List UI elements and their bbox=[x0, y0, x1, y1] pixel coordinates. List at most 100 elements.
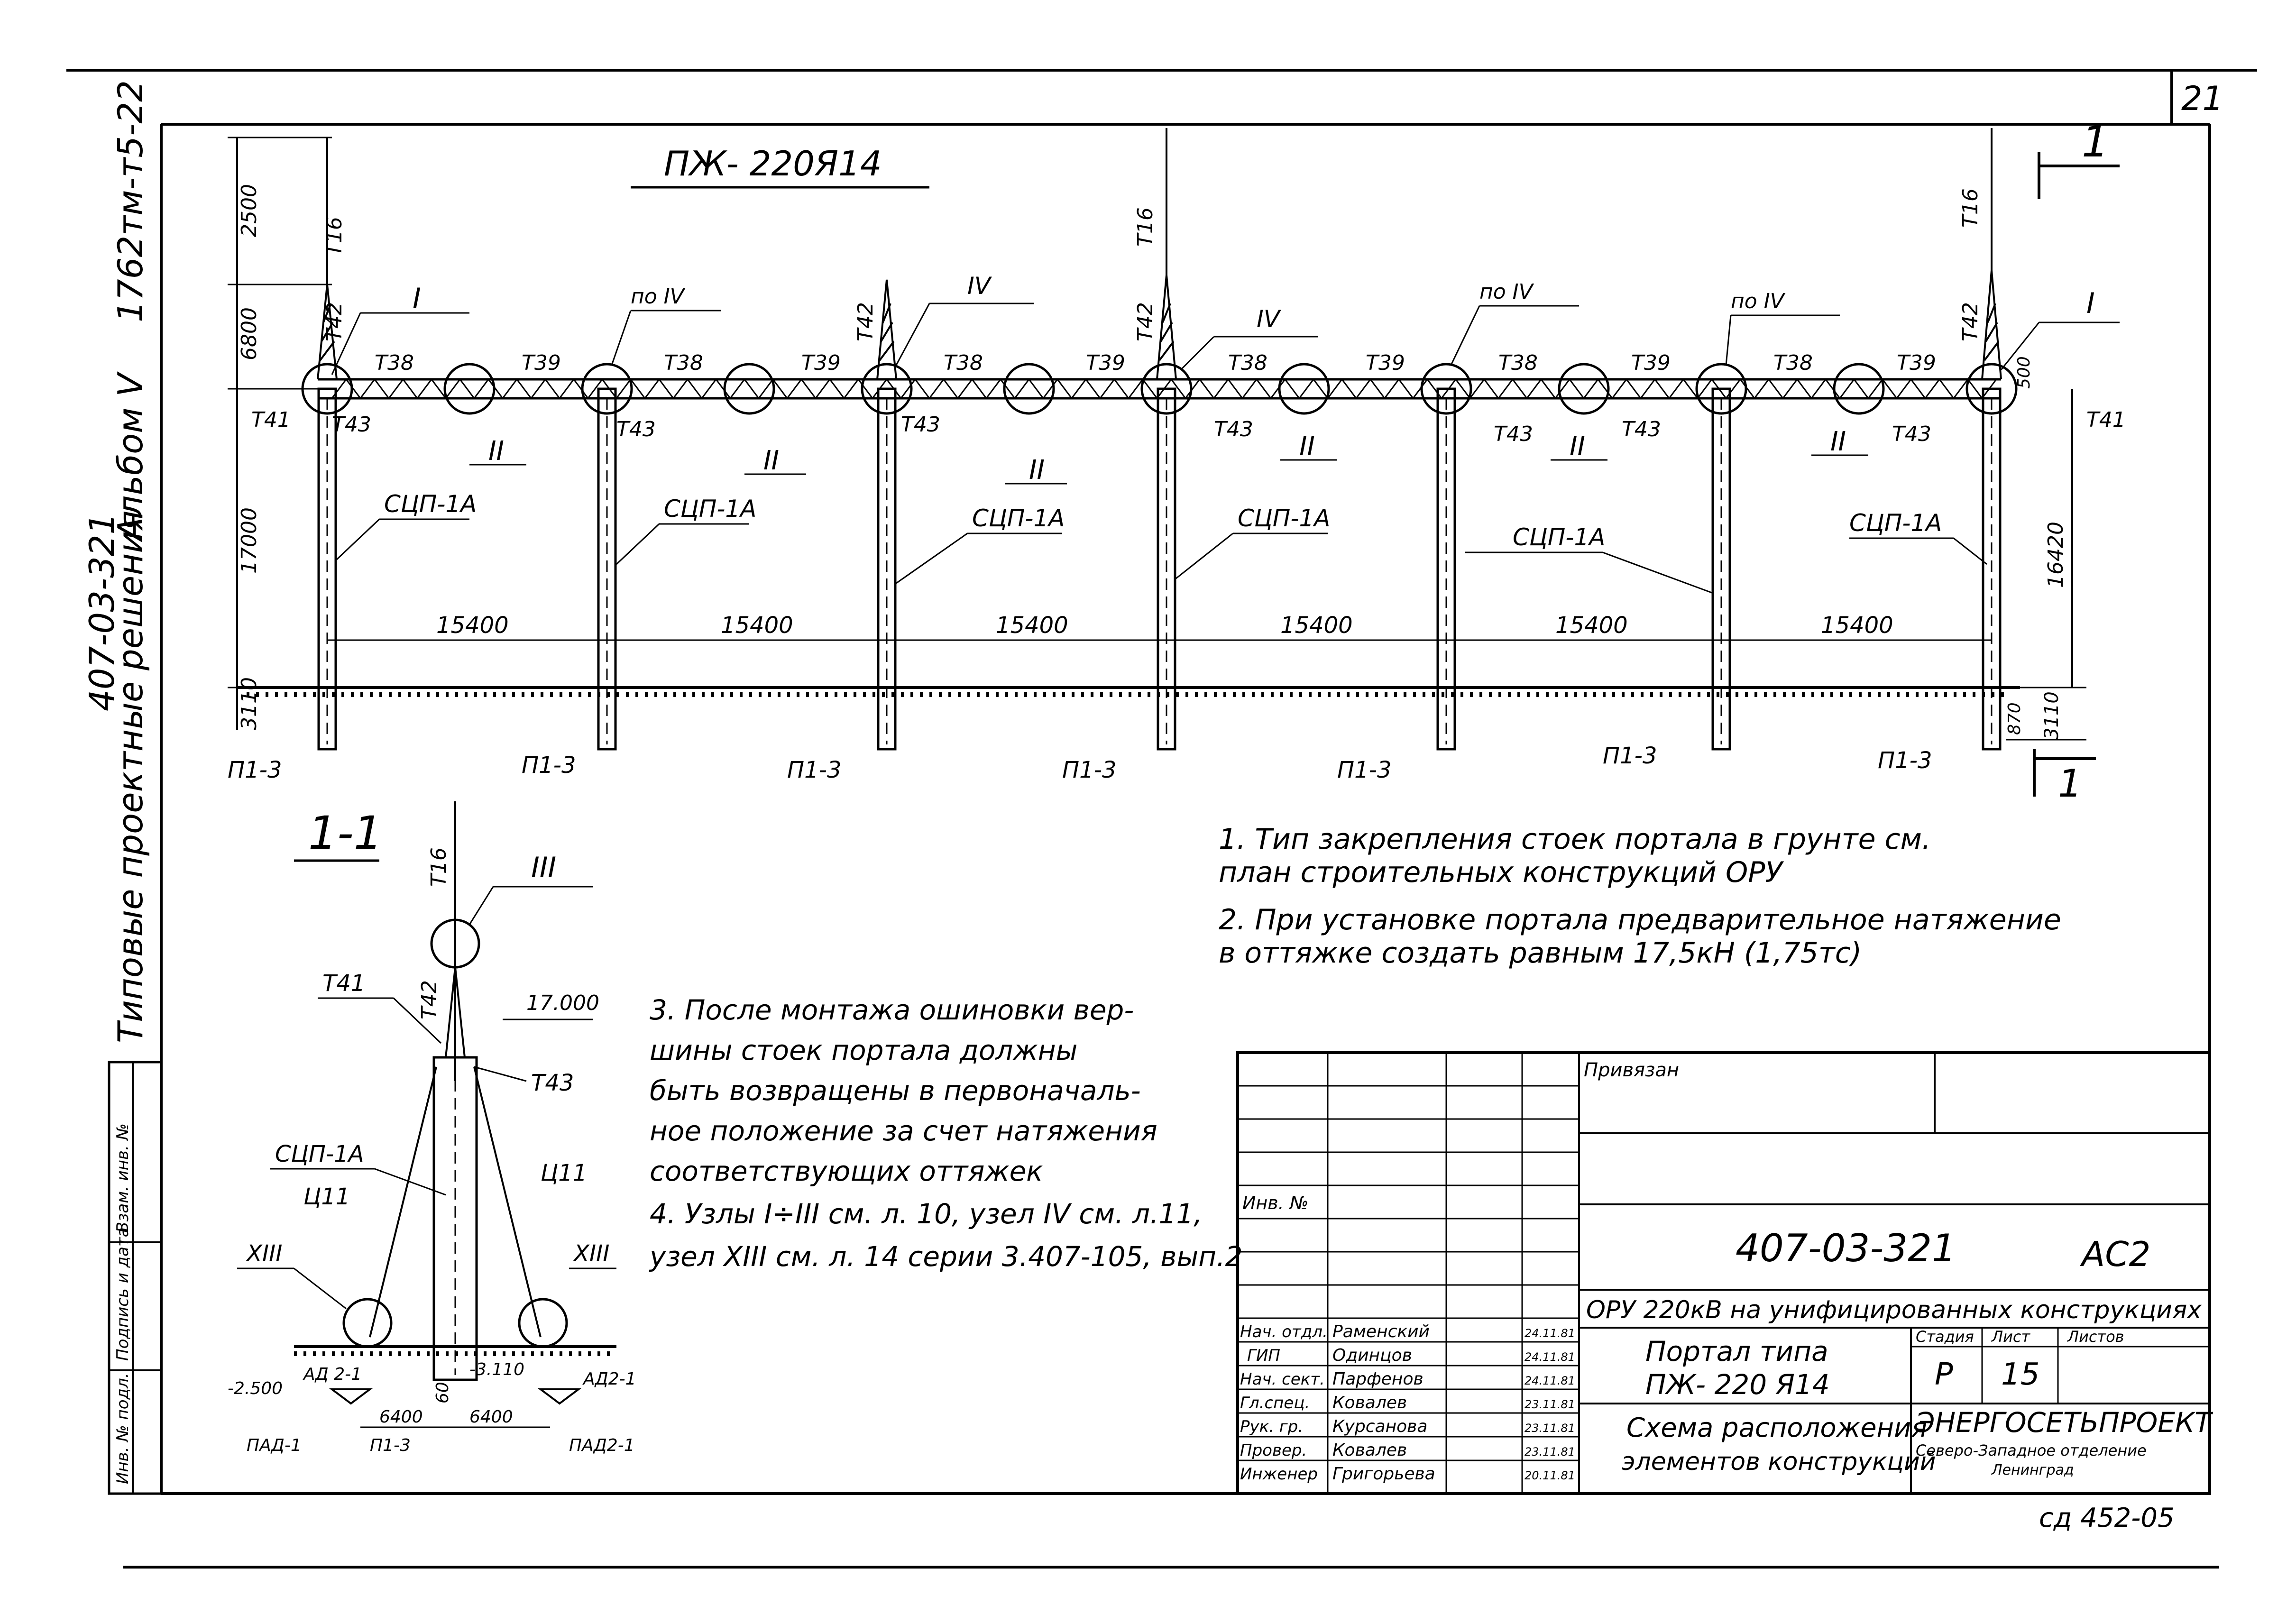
label-t43-4: Т43 bbox=[1214, 417, 1253, 441]
label-p13-2: П1-3 bbox=[522, 752, 576, 779]
tower-tops bbox=[317, 128, 2002, 380]
side-stamp-inv-orig: Инв. № подл. bbox=[113, 1373, 132, 1484]
right-dimension-chain: 16420 500 870 3110 bbox=[2005, 356, 2086, 741]
staff-role-3: Гл.спец. bbox=[1240, 1394, 1310, 1413]
portal-title: ПЖ- 220Я14 bbox=[664, 144, 882, 184]
label-node-II-5: II bbox=[1570, 431, 1585, 462]
label-t39-3: Т39 bbox=[1086, 351, 1125, 375]
section-p13: П1-3 bbox=[370, 1436, 411, 1455]
column-3 bbox=[877, 387, 897, 751]
column-1 bbox=[317, 387, 337, 751]
element-labels: Т16 Т42 Т41 Т38 Т39 Т38 Т39 Т38 Т39 Т38 … bbox=[228, 188, 2126, 783]
tower-top-3 bbox=[876, 279, 897, 380]
tb-stage: Р bbox=[1935, 1357, 1953, 1392]
note2-line-6: 4. Узлы I÷III см. л. 10, узел IV см. л.1… bbox=[650, 1198, 1203, 1230]
side-title: Типовые проектные решения bbox=[110, 511, 150, 1043]
tb-mark: АС2 bbox=[2080, 1234, 2150, 1274]
tb-inv-no: Инв. № bbox=[1242, 1193, 1308, 1213]
columns bbox=[317, 387, 2002, 751]
node-circles bbox=[301, 363, 2018, 415]
section-lvl-left: -2.500 bbox=[228, 1379, 283, 1398]
label-p13-4: П1-3 bbox=[1062, 757, 1117, 783]
span-dim-1: 15400 bbox=[436, 612, 509, 639]
label-t16-1: Т16 bbox=[322, 217, 347, 256]
label-scp-2: СЦП-1А bbox=[664, 495, 756, 523]
side-stamp: Взам. инв. № Подпись и дата Инв. № подл. bbox=[108, 1061, 163, 1495]
sheet-number: 21 bbox=[2181, 79, 2223, 118]
section-t16: Т16 bbox=[427, 847, 451, 887]
side-album: Альбом V bbox=[110, 371, 150, 542]
tb-object-l2: ПЖ- 220 Я14 bbox=[1645, 1368, 1830, 1401]
label-scp-4: СЦП-1А bbox=[1238, 505, 1330, 532]
label-t39-1: Т39 bbox=[522, 351, 561, 375]
note2-line-2: шины стоек портала должны bbox=[650, 1034, 1077, 1066]
label-p13-6: П1-3 bbox=[1603, 743, 1657, 769]
label-t38-4: Т38 bbox=[1228, 351, 1267, 375]
section-d60: 60 bbox=[433, 1382, 452, 1404]
span-dim-5: 15400 bbox=[1555, 612, 1628, 639]
label-p13-7: П1-3 bbox=[1878, 747, 1932, 774]
label-t16-4: Т16 bbox=[1133, 207, 1157, 247]
label-p13-1: П1-3 bbox=[228, 757, 282, 783]
label-node-po4-3: по IV bbox=[1731, 289, 1786, 313]
dim-500: 500 bbox=[2014, 356, 2034, 389]
staff-role-0: Нач. отдл. bbox=[1240, 1322, 1328, 1341]
label-node-II-2: II bbox=[763, 445, 779, 476]
span-dim-6: 15400 bbox=[1821, 612, 1893, 639]
label-scp-3: СЦП-1А bbox=[972, 505, 1065, 532]
dim-3110-right: 3110 bbox=[2041, 691, 2063, 740]
label-node-II-3: II bbox=[1029, 455, 1045, 486]
label-p13-3: П1-3 bbox=[787, 757, 842, 783]
note-line-2: план строительных конструкций ОРУ bbox=[1219, 856, 1784, 889]
left-dimension-chain: 2500 6800 17000 3110 bbox=[228, 137, 332, 730]
staff-table: Нач. отдл. Раменский 24.11.81 ГИП Одинцо… bbox=[1240, 1322, 1575, 1484]
tb-sheet: 15 bbox=[2001, 1357, 2039, 1392]
section-pad-right: ПАД2-1 bbox=[569, 1436, 635, 1455]
tb-stage-hdr: Стадия bbox=[1916, 1328, 1974, 1346]
label-t38-2: Т38 bbox=[664, 351, 703, 375]
section-pad-left: ПАД-1 bbox=[247, 1436, 302, 1455]
label-node-po4-1: по IV bbox=[631, 284, 686, 309]
label-t39-2: Т39 bbox=[801, 351, 841, 375]
section-title: 1-1 bbox=[308, 807, 383, 860]
tb-org-sub1: Северо-Западное отделение bbox=[1916, 1441, 2147, 1459]
label-node-IV-2: IV bbox=[1257, 305, 1282, 333]
span-dim-4: 15400 bbox=[1280, 612, 1353, 639]
label-t42-1: Т42 bbox=[322, 302, 347, 341]
footer-code: сд 452-05 bbox=[2039, 1503, 2175, 1533]
section-1-1: 1-1 Т16 Т42 III Т41 17.000 Т43 СЦП-1А Ц1… bbox=[228, 801, 636, 1455]
section-d6400-right: 6400 bbox=[469, 1407, 513, 1427]
note2-line-3: быть возвращены в первоначаль- bbox=[650, 1074, 1141, 1107]
staff-role-1: ГИП bbox=[1247, 1346, 1280, 1365]
label-node-II-6: II bbox=[1830, 426, 1846, 457]
section-t42: Т42 bbox=[417, 980, 441, 1019]
label-t43-6: Т43 bbox=[1622, 417, 1661, 441]
label-node-po4-2: по IV bbox=[1479, 280, 1534, 304]
label-p13-5: П1-3 bbox=[1337, 757, 1392, 783]
label-scp-5: СЦП-1А bbox=[1513, 523, 1605, 551]
section-mark-bottom: 1 bbox=[2058, 762, 2082, 806]
note-line-1: 1. Тип закрепления стоек портала в грунт… bbox=[1219, 823, 1931, 856]
staff-role-2: Нач. сект. bbox=[1240, 1370, 1325, 1389]
dim-6800: 6800 bbox=[237, 307, 261, 360]
label-t39-4: Т39 bbox=[1366, 351, 1405, 375]
tb-org: ЭНЕРГОСЕТЬПРОЕКТ bbox=[1915, 1406, 2213, 1439]
section-t41: Т41 bbox=[322, 970, 365, 997]
label-t43-3: Т43 bbox=[901, 413, 940, 437]
note2-line-4: ное положение за счет натяжения bbox=[650, 1115, 1157, 1147]
tb-project: ОРУ 220кВ на унифицированных конструкция… bbox=[1586, 1296, 2202, 1324]
section-lvl-mid: -3.110 bbox=[469, 1360, 524, 1379]
tb-doc-code: 407-03-321 bbox=[1736, 1226, 1956, 1270]
tb-drawing-l2: элементов конструкций bbox=[1622, 1448, 1936, 1476]
label-t43-2: Т43 bbox=[616, 417, 656, 441]
dim-3110: 3110 bbox=[237, 677, 261, 730]
staff-role-6: Инженер bbox=[1240, 1465, 1318, 1484]
staff-date-5: 23.11.81 bbox=[1525, 1445, 1575, 1459]
ground-line bbox=[237, 686, 2020, 697]
span-dim-2: 15400 bbox=[721, 612, 793, 639]
label-node-I-left: I bbox=[413, 282, 421, 315]
label-t41-right: Т41 bbox=[2086, 408, 2126, 432]
notes-1-2: 1. Тип закрепления стоек портала в грунт… bbox=[1219, 823, 2061, 970]
label-t41-left: Т41 bbox=[251, 408, 291, 432]
section-lvl-top: 17.000 bbox=[526, 991, 599, 1015]
